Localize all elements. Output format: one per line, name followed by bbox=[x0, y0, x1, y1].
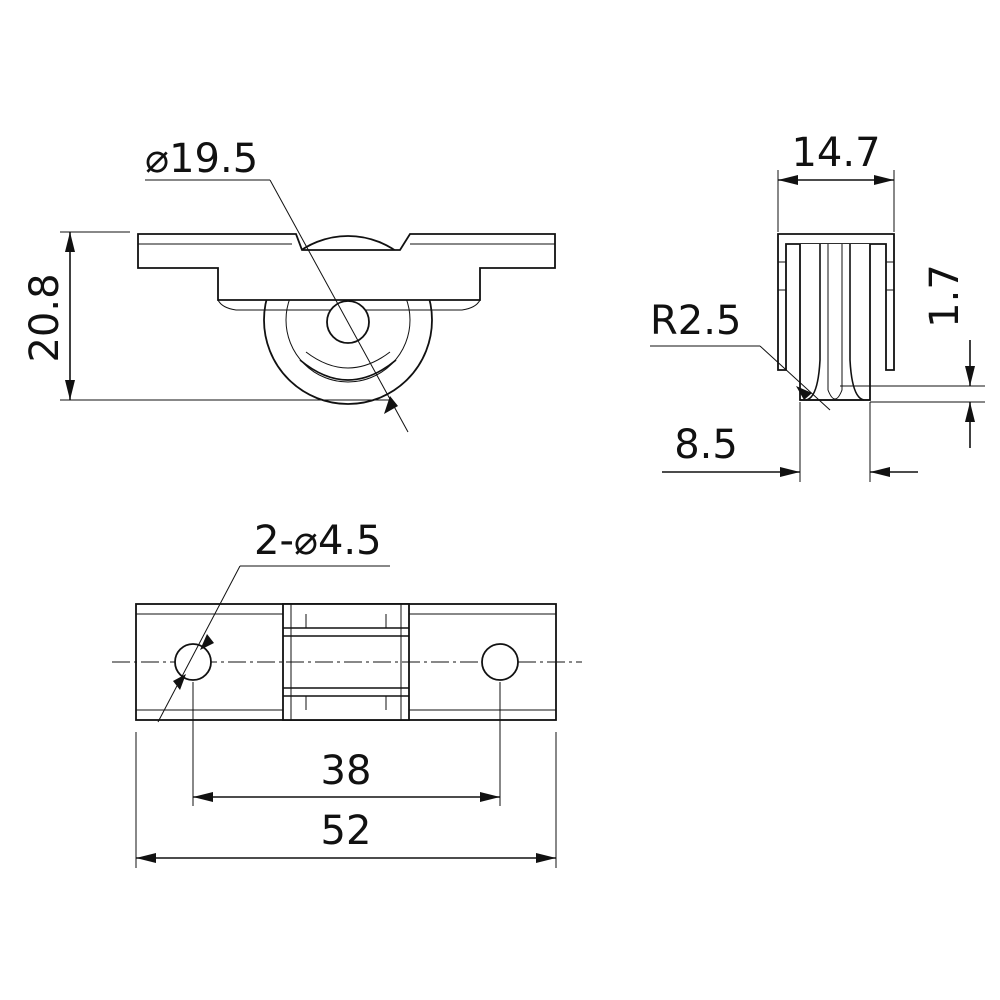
wheel-diameter-leader: ⌀19.5 bbox=[145, 136, 409, 433]
wheel-width-dimension: 8.5 bbox=[662, 402, 918, 482]
hole-leader: 2-⌀4.5 bbox=[157, 518, 390, 723]
height-dimension: 20.8 bbox=[22, 231, 392, 401]
top-view: 2-⌀4.5 38 52 bbox=[112, 518, 582, 868]
mounting-hole-right bbox=[481, 643, 519, 681]
hole-spacing-label: 38 bbox=[321, 748, 372, 794]
groove-depth-label: 1.7 bbox=[922, 264, 968, 328]
width-dimension: 14.7 bbox=[777, 130, 895, 232]
groove-depth-dimension: 1.7 bbox=[840, 264, 985, 448]
length-label: 52 bbox=[321, 808, 372, 854]
wheel-diameter-label: ⌀19.5 bbox=[145, 136, 258, 182]
wheel-width-label: 8.5 bbox=[674, 422, 738, 468]
front-bracket bbox=[137, 233, 556, 301]
length-dimension: 52 bbox=[135, 732, 557, 868]
mounting-hole-left bbox=[174, 643, 212, 681]
side-bracket bbox=[777, 233, 895, 371]
width-label: 14.7 bbox=[791, 130, 880, 176]
side-wheel bbox=[799, 244, 871, 401]
groove-radius-label: R2.5 bbox=[650, 298, 741, 344]
hole-spacing-dimension: 38 bbox=[192, 682, 501, 806]
front-view: 20.8 ⌀19.5 bbox=[22, 136, 556, 433]
hole-label: 2-⌀4.5 bbox=[254, 518, 382, 564]
side-view: 14.7 R2.5 1.7 8.5 bbox=[650, 130, 985, 482]
height-label: 20.8 bbox=[22, 273, 68, 362]
groove-radius-leader: R2.5 bbox=[650, 298, 831, 411]
